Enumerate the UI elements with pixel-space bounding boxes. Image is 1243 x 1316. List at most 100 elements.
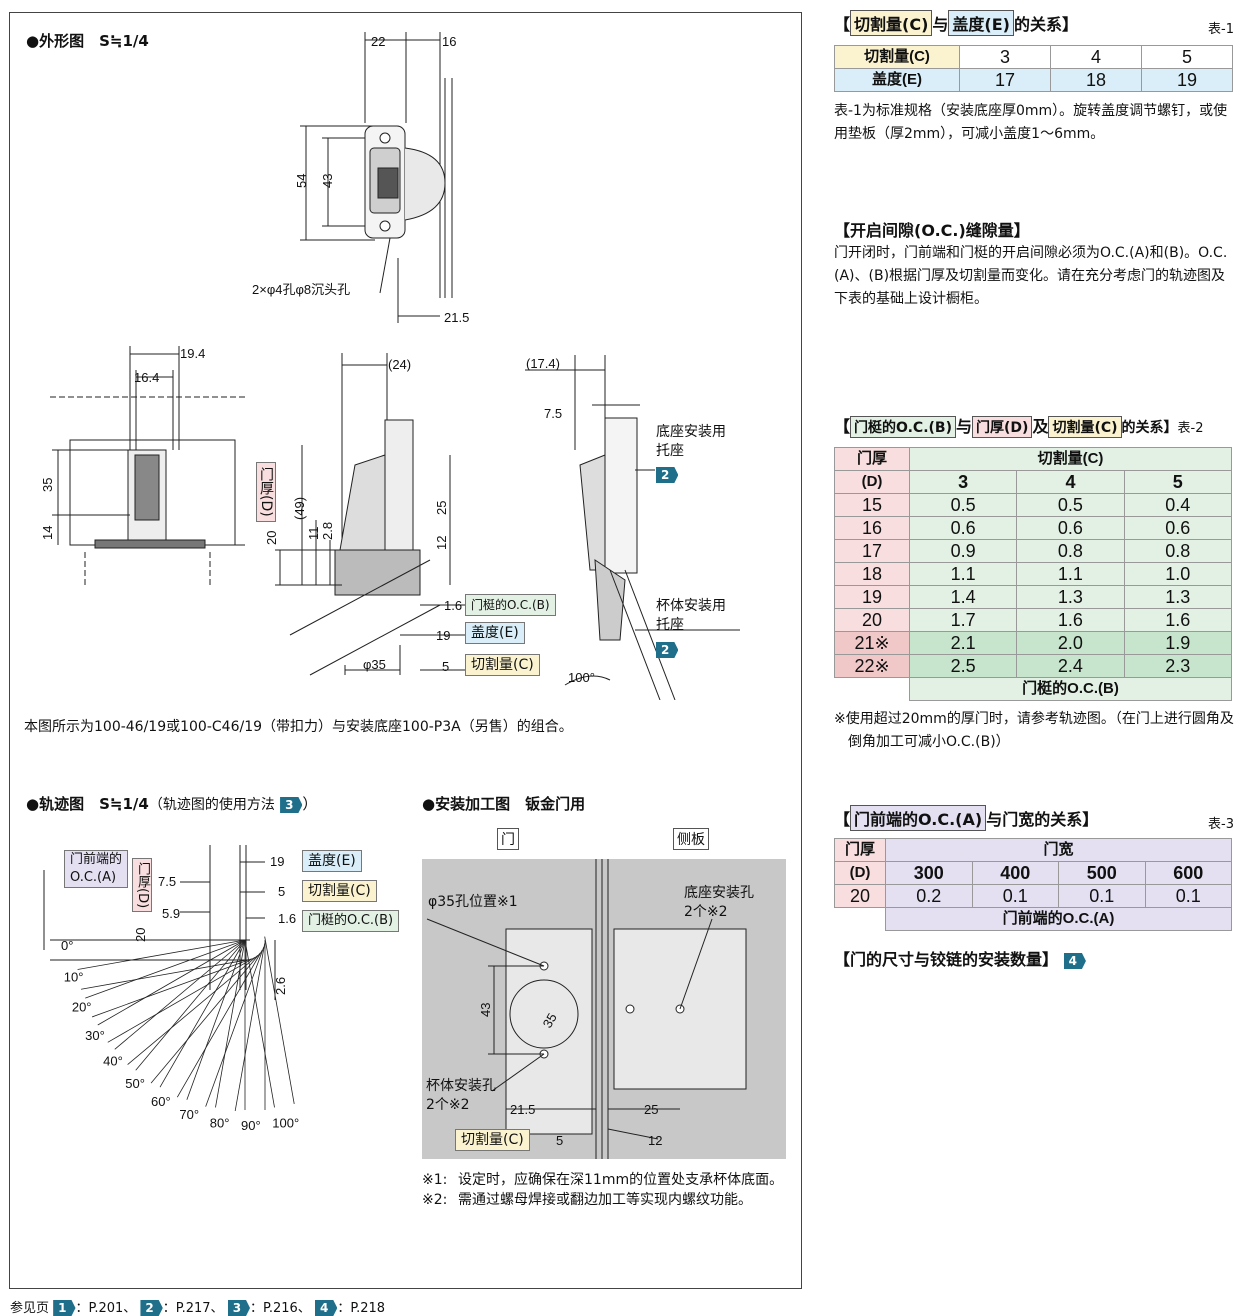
track-door-position [85,939,246,999]
install-side-label: 侧板 [673,828,709,850]
t3-head-door: 门厚 [834,838,886,862]
table1-cell: 19 [1141,68,1233,92]
t2-col: 4 [1016,470,1125,494]
table1-title: 【切割量(C)与盖度(E)的关系】 表-1 [834,10,1234,37]
ref-4[interactable]: 4 [1063,953,1086,969]
cut-chip: 切割量(C) [465,654,540,676]
t3-cell: 0.2 [885,884,973,908]
t3-footer: 门前端的O.C.(A) [885,907,1232,931]
footer-ref-3[interactable]: 3 [227,1300,251,1316]
t2-head-door: 门厚 [834,447,910,471]
t2-title-mid2: 及 [1032,417,1049,436]
t3-head-d: (D) [834,861,886,885]
track-title-note: （轨迹图的使用方法 [148,797,275,813]
dim-25: 25 [434,501,449,515]
t2-row-d: 20 [834,608,910,632]
t2-title-post: 的关系】 [1121,420,1178,436]
t1-title-mid: 与 [932,15,949,34]
t2-cell: 0.5 [1016,493,1125,517]
t2-cell: 0.5 [908,493,1018,517]
track-door-position [114,939,246,1050]
t2-cell: 0.8 [1123,539,1233,563]
cup-holes-label: 杯体安装孔 2个※2 [426,1078,496,1113]
ref-2-base[interactable]: 2 [656,467,679,483]
track-cut-chip: 切割量(C) [302,880,377,902]
t2-title-mid1: 与 [956,417,973,436]
install-dim-25: 25 [644,1102,658,1117]
track-door-edge [234,943,266,1111]
t2-cell: 2.3 [1123,654,1233,678]
t2-bracket-l: 【 [834,417,851,436]
t3-cell: 0.1 [1144,884,1232,908]
dim-12: 12 [434,536,449,550]
t3-cell: 0.1 [971,884,1059,908]
t2-row-d: 19 [834,585,910,609]
t2-row-d: 21※ [834,631,910,655]
install-dim-5: 5 [556,1133,563,1148]
t2-row-d: 16 [834,516,910,540]
track-angle-label: 0° [61,938,73,953]
table1-cell: 17 [959,68,1051,92]
track-door-edge [91,958,252,1018]
t2-cell: 2.1 [908,631,1018,655]
table1-cover-label: 盖度(E) [834,68,960,92]
t2-row-d: 22※ [834,654,910,678]
install-cut-chip: 切割量(C) [455,1129,530,1151]
track-door-position [97,939,246,1026]
footer-page-3: ：P.216、 [250,1301,311,1316]
track-door-edge [264,936,295,1105]
table2-head-1: 门厚 切割量(C) [834,447,1232,471]
note-2-mark: ※2: [422,1192,448,1208]
t2-cell: 1.6 [1016,608,1125,632]
dim-19-4: 19.4 [180,346,205,361]
table1: 切割量(C) 3 4 5 盖度(E) 17 18 19 [834,45,1233,92]
track-drawing: 7.5 5.9 19 5 1.6 20 2.6 0°10°20°30°40°50… [43,845,299,1130]
track-dim-20: 20 [133,928,148,942]
table1-row-cover: 盖度(E) 17 18 19 [834,68,1233,92]
t2-cell: 1.3 [1016,585,1125,609]
footer-ref-2[interactable]: 2 [140,1300,163,1316]
track-cover-chip: 盖度(E) [302,850,362,872]
dim-7-5: 7.5 [544,406,562,421]
t3-col: 600 [1144,861,1232,885]
table2-tag: 表-2 [1177,421,1204,436]
t2-col: 5 [1123,470,1233,494]
track-angle-label: 20° [72,1000,92,1015]
dim-16-4: 16.4 [134,370,159,385]
track-dim-2-6: 2.6 [273,977,288,995]
t2-title-cut: 切割量(C) [1048,416,1122,438]
track-door-position [135,939,246,1071]
t1-bracket-l: 【 [834,15,851,34]
dim-43: 43 [320,174,335,188]
footer-page-4: ：P.218 [337,1301,386,1316]
track-angle-label: 40° [103,1054,123,1069]
track-dim-7-5: 7.5 [158,874,176,889]
t2-cell: 1.0 [1123,562,1233,586]
note-2-text: 需通过螺母焊接或翻边加工等实现内螺纹功能。 [458,1192,752,1208]
t3-title-oca: 门前端的O.C.(A) [850,805,987,831]
table3-tag: 表-3 [1208,817,1234,832]
doorsize-title: 【门的尺寸与铰链的安装数量】 4 [834,946,1086,970]
t2-head-cut: 切割量(C) [909,447,1232,471]
ref-3[interactable]: 3 [280,797,303,813]
t3-row-d: 20 [834,884,886,908]
dim-14: 14 [40,526,55,540]
t2-cell: 0.8 [1016,539,1125,563]
open-view-drawing: (17.4) 7.5 100° [525,355,740,700]
install-door-label: 门 [497,828,519,850]
top-view-drawing: 22 16 54 43 21.5 2×φ4孔φ8沉头孔 [252,32,469,325]
front-view-drawing: 19.4 16.4 35 14 [40,346,245,585]
track-dim-5: 5 [278,884,285,899]
table1-cell: 3 [959,45,1051,69]
table1-cell: 4 [1050,45,1142,69]
t2-cell: 2.5 [908,654,1018,678]
footer-ref-1[interactable]: 1 [53,1300,76,1316]
footer-ref-4[interactable]: 4 [314,1300,338,1316]
table1-row-cut: 切割量(C) 3 4 5 [834,45,1233,69]
ref-2-cup[interactable]: 2 [656,642,679,658]
outline-title: ●外形图 S≒1/4 [26,32,149,50]
table3-head-1: 门厚 门宽 [834,838,1232,862]
